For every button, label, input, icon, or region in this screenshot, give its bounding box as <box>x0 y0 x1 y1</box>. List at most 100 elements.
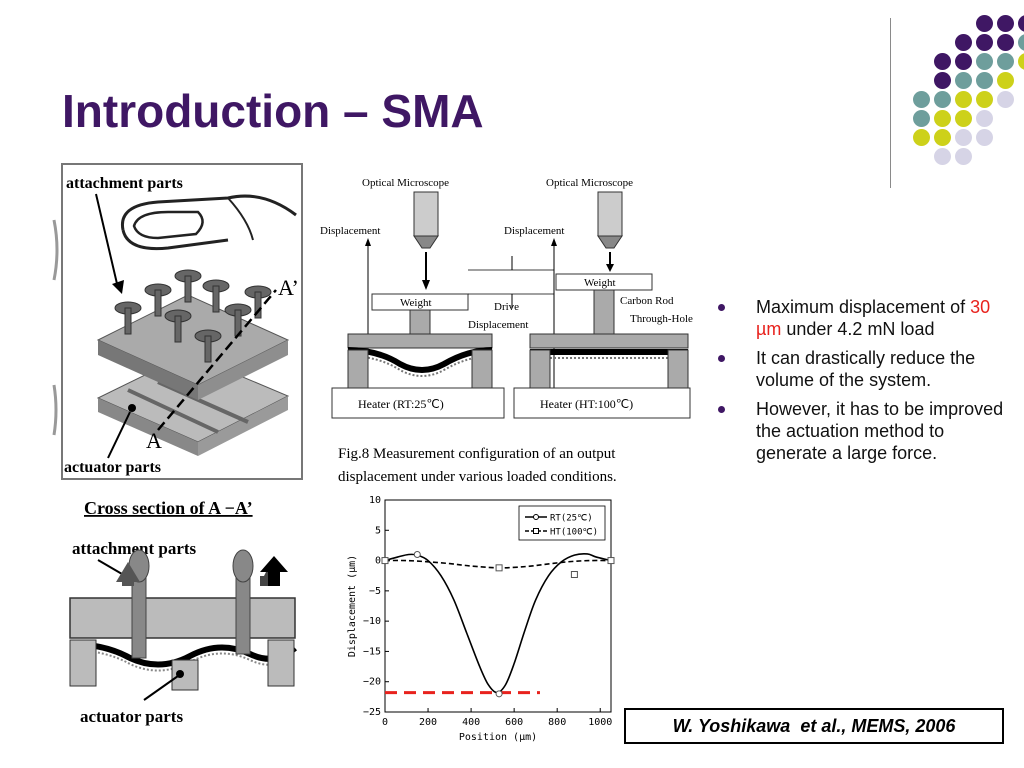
actuator-parts-label-2: actuator parts <box>80 707 183 726</box>
microscope-left-label: Optical Microscope <box>362 177 449 189</box>
y-tick-label: −25 <box>363 707 381 718</box>
decorative-dot <box>997 72 1014 89</box>
microscope-right-label: Optical Microscope <box>546 177 633 189</box>
displacement-right-label: Displacement <box>504 225 564 237</box>
decorative-dot <box>997 91 1014 108</box>
decorative-dot <box>976 72 993 89</box>
decorative-dot <box>976 91 993 108</box>
decorative-dot <box>976 53 993 70</box>
decorative-dot <box>934 110 951 127</box>
decorative-dot <box>1018 34 1024 51</box>
bullet-item: Maximum displacement of 30 µm under 4.2 … <box>718 296 1008 340</box>
decorative-dot <box>934 148 951 165</box>
plot-frame <box>384 499 612 713</box>
displacement-left-label: Displacement <box>320 225 380 237</box>
decorative-dot <box>976 15 993 32</box>
drive-displacement-label: Displacement <box>468 319 528 331</box>
bullet-text: However, it has to be improved the actua… <box>756 399 1004 463</box>
x-tick-label: 600 <box>505 717 523 728</box>
decorative-dot <box>976 110 993 127</box>
series-ht-point <box>495 564 503 572</box>
through-hole-label: Through-Hole <box>630 313 693 325</box>
y-tick-label: 5 <box>375 525 381 536</box>
decorative-dot <box>1018 15 1024 32</box>
decorative-dot <box>976 129 993 146</box>
decorative-dot <box>913 129 930 146</box>
series-ht-point <box>607 557 615 565</box>
weight-right-label: Weight <box>584 277 616 289</box>
decorative-dot <box>913 91 930 108</box>
decorative-dot <box>934 129 951 146</box>
decorative-dot <box>955 148 972 165</box>
decorative-dot <box>1018 53 1024 70</box>
decorative-dot <box>955 129 972 146</box>
cross-section-figure: Cross section of A −A’ attachment parts … <box>69 498 298 726</box>
decorative-dot <box>955 91 972 108</box>
y-tick-label: 10 <box>369 495 381 506</box>
decorative-dot <box>934 72 951 89</box>
sma-actuator-3d-figure: attachment parts A’ A actuator parts <box>52 163 303 480</box>
legend-marker <box>533 514 539 520</box>
bullet-list: Maximum displacement of 30 µm under 4.2 … <box>718 296 1008 471</box>
legend-label: HT(100℃) <box>550 528 598 538</box>
bullet-dot <box>718 304 725 311</box>
series-rt-point <box>495 690 503 698</box>
bullet-highlight: 30 µm <box>756 297 991 339</box>
y-axis-label: Displacement (µm) <box>347 555 358 657</box>
citation-box: W. Yoshikawa et al., MEMS, 2006 <box>624 708 1004 744</box>
x-tick-label: 0 <box>382 717 388 728</box>
legend-label: RT(25℃) <box>550 514 593 524</box>
weight-left-label: Weight <box>400 297 432 309</box>
carbon-rod-label: Carbon Rod <box>620 295 674 307</box>
series-layer <box>381 551 615 698</box>
decorative-dot <box>955 34 972 51</box>
figure-caption-line1: Fig.8 Measurement configuration of an ou… <box>338 446 616 462</box>
decorative-dot <box>934 53 951 70</box>
a-prime-label: A’ <box>278 275 299 300</box>
series-ht-point <box>381 557 389 565</box>
y-tick-label: −15 <box>363 646 381 657</box>
bullet-dot <box>718 355 725 362</box>
legend-box <box>518 505 606 541</box>
decorative-dot <box>955 53 972 70</box>
decorative-dot <box>955 110 972 127</box>
x-tick-label: 200 <box>419 717 437 728</box>
drive-label: Drive <box>494 301 519 313</box>
x-tick-label: 1000 <box>588 717 612 728</box>
attachment-parts-label: attachment parts <box>66 175 183 192</box>
decorative-dot <box>913 110 930 127</box>
actuator-parts-label: actuator parts <box>64 459 161 476</box>
y-tick-label: −20 <box>363 677 381 688</box>
y-tick-label: −5 <box>369 586 381 597</box>
series-ht-point <box>570 571 578 579</box>
bullet-text-tail: under 4.2 mN load <box>781 319 935 339</box>
chart-legend: RT(25℃) HT(100℃) <box>518 505 606 541</box>
x-axis-label: Position (µm) <box>459 732 537 743</box>
heater-left-label: Heater (RT:25℃) <box>358 397 444 411</box>
decorative-dot <box>997 34 1014 51</box>
bullet-item: It can drastically reduce the volume of … <box>718 347 1008 391</box>
bullet-text: It can drastically reduce the volume of … <box>756 348 976 390</box>
y-tick-label: 0 <box>375 556 381 567</box>
decorative-dot <box>997 53 1014 70</box>
decorative-dot <box>934 91 951 108</box>
decorative-dot <box>976 34 993 51</box>
a-label: A <box>146 428 162 453</box>
decorative-dot <box>955 72 972 89</box>
attachment-parts-label-2: attachment parts <box>72 539 197 558</box>
measurement-setup-figure: Optical Microscope Displacement Weight H… <box>320 177 693 485</box>
bullet-text: Maximum displacement of <box>756 297 971 317</box>
decorative-divider <box>890 18 891 188</box>
legend-marker <box>533 528 539 534</box>
x-tick-label: 400 <box>462 717 480 728</box>
heater-right-label: Heater (HT:100℃) <box>540 397 633 411</box>
bullet-dot <box>718 406 725 413</box>
bullet-item: However, it has to be improved the actua… <box>718 398 1008 464</box>
slide-title: Introduction – SMA <box>62 85 484 137</box>
decorative-dot <box>997 15 1014 32</box>
x-axis-ticks: 0 200 400 600 800 1000 <box>382 708 612 728</box>
x-tick-label: 800 <box>548 717 566 728</box>
series-rt-point <box>413 551 421 559</box>
